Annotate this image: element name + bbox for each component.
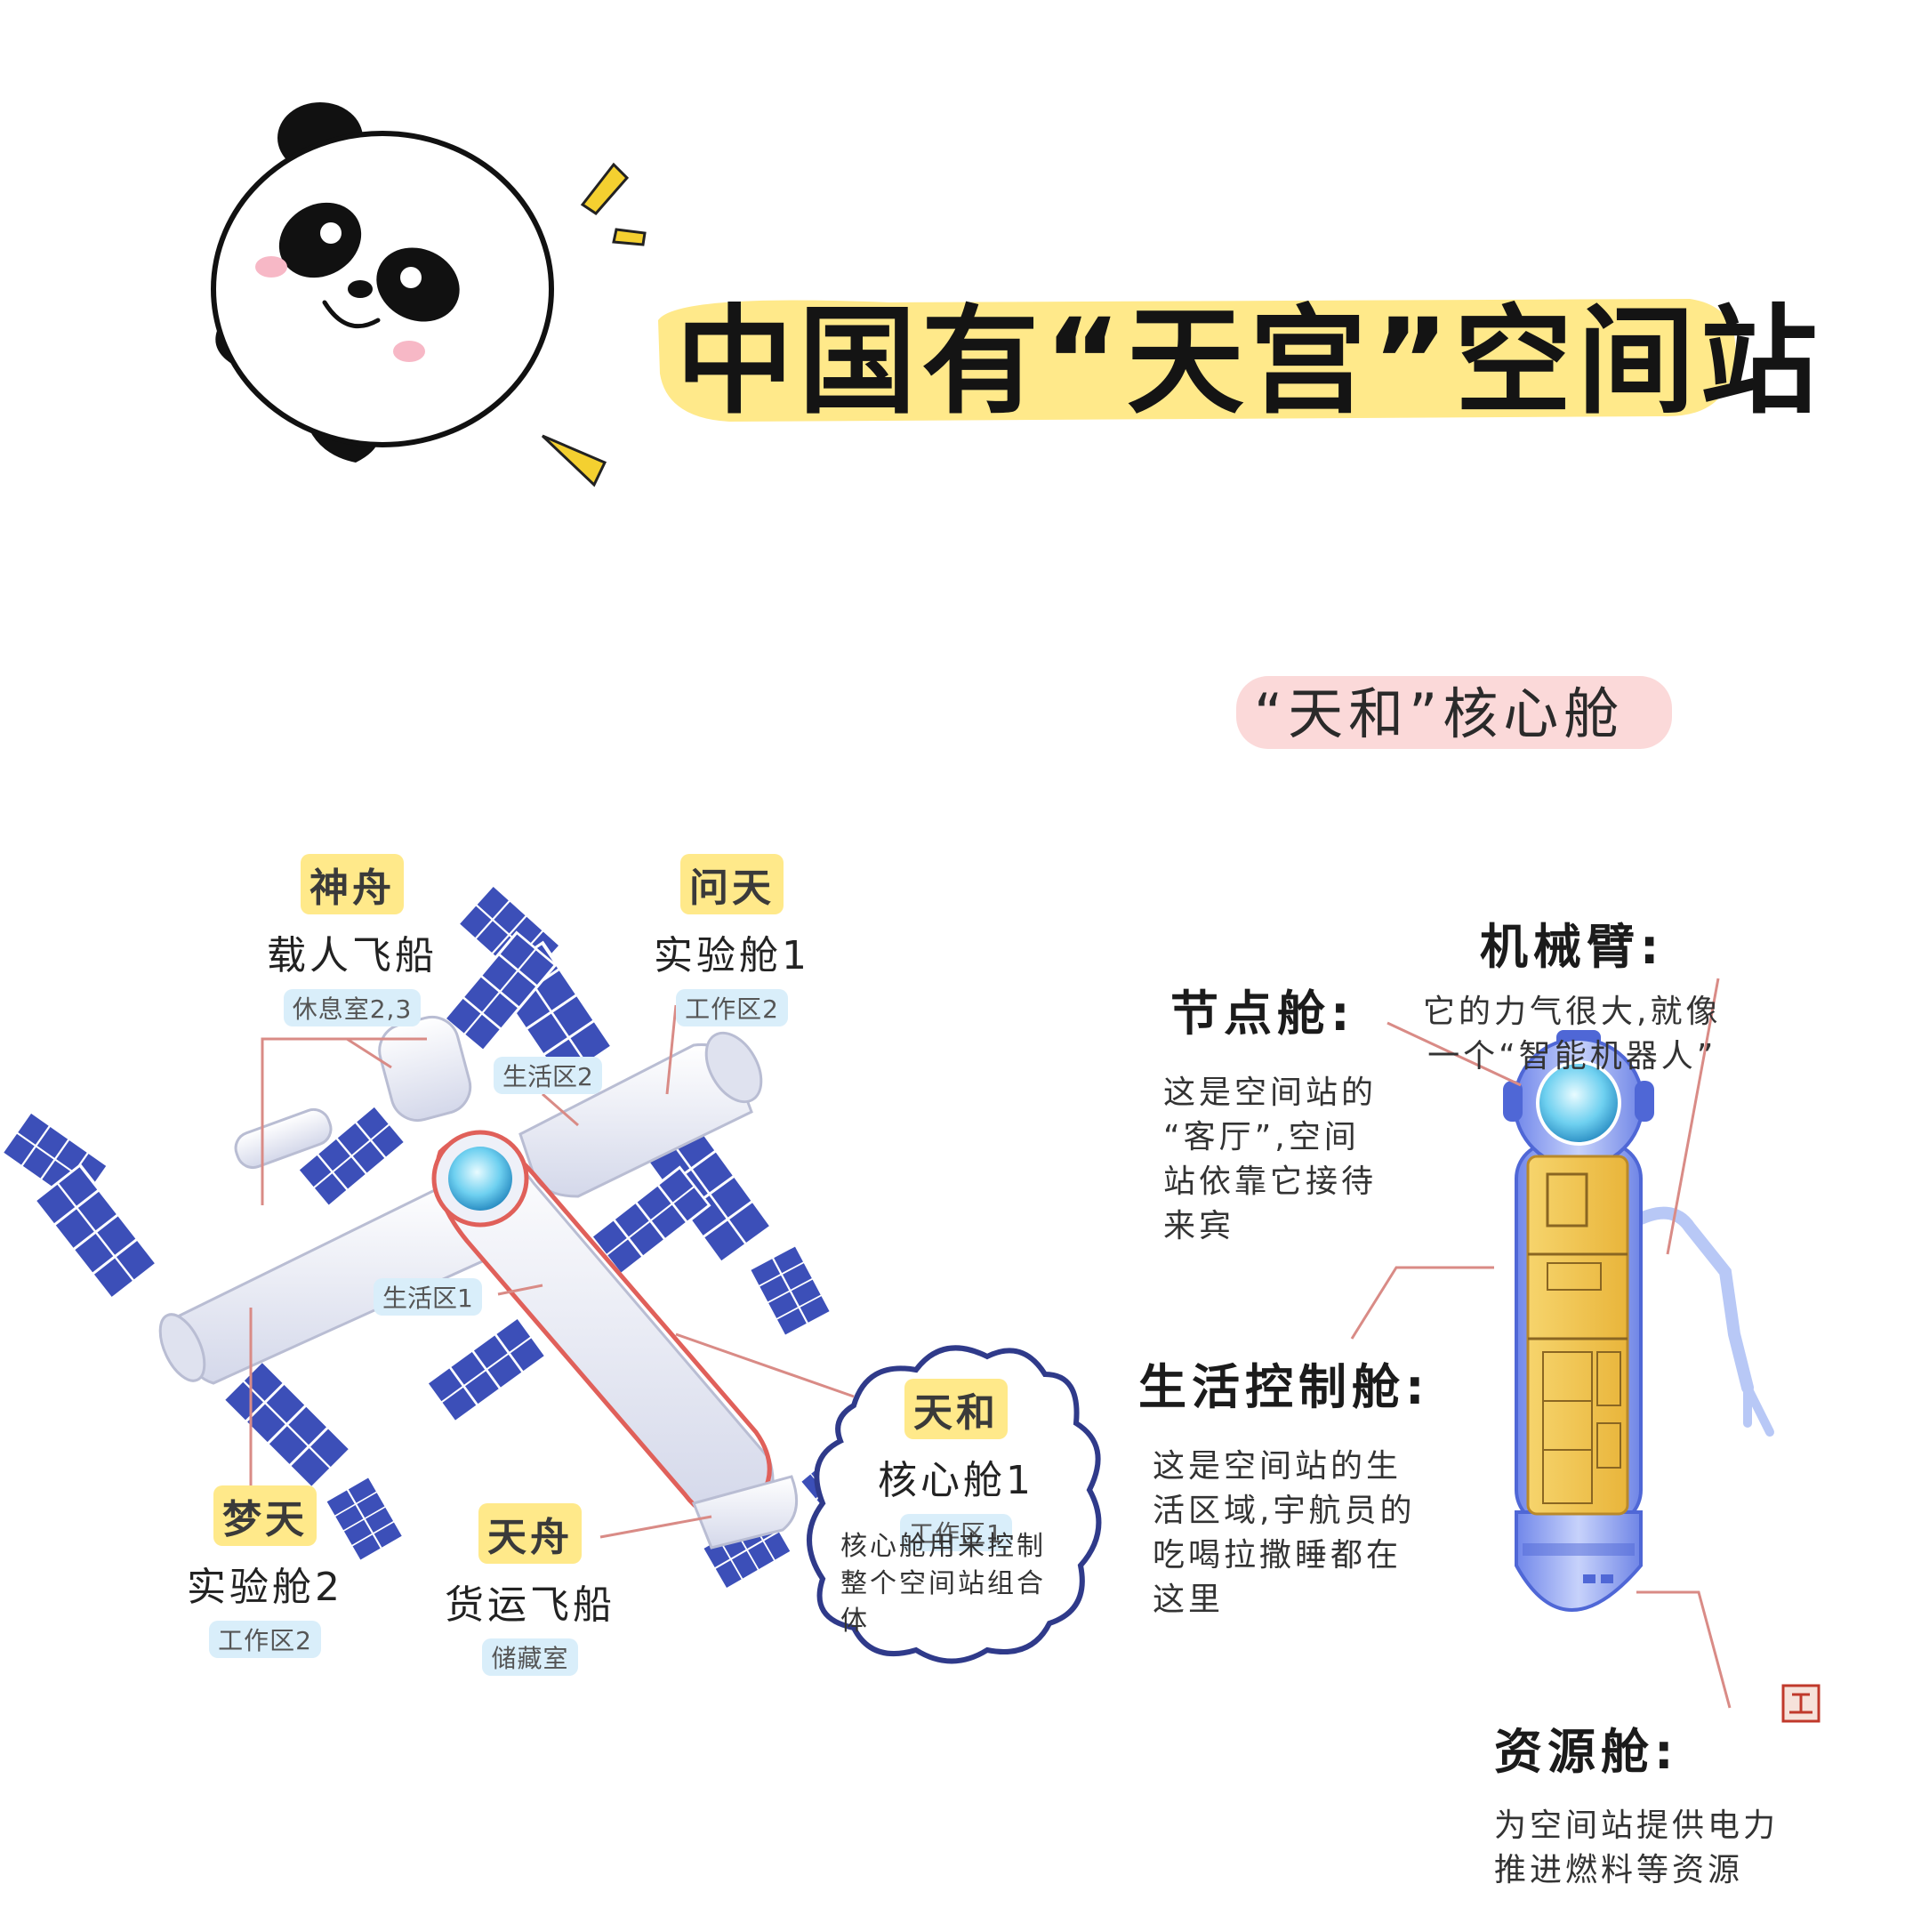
label-tianzhou: 天舟 货运飞船 储藏室: [445, 1503, 615, 1676]
living-line: 这里: [1153, 1582, 1225, 1618]
tianhe-name: 天和: [904, 1379, 1008, 1439]
tianhe-area: 工作区1: [900, 1514, 1012, 1551]
tianhe-description: 核心舱用来控制 整个空间站组合 体: [840, 1528, 1046, 1640]
tianhe-desc-line: 体: [840, 1606, 870, 1637]
label-tianhe: 天和 核心舱1 工作区1: [854, 1379, 1058, 1551]
tianhe-type: 核心舱1: [878, 1458, 1034, 1503]
tianzhou-area: 储藏室: [482, 1638, 578, 1676]
shenzhou-type: 载人飞船: [267, 933, 438, 978]
title-highlight: [658, 299, 1736, 422]
shenzhou-area: 休息室2,3: [283, 989, 422, 1026]
label-wentian: 问天 实验舱1 工作区2: [654, 854, 810, 1026]
living-line: 活区域,宇航员的: [1153, 1493, 1416, 1529]
detail-living-control: 生活控制舱: 这是空间站的生 活区域,宇航员的 吃喝拉撒睡都在 这里: [1138, 1348, 1430, 1622]
tianzhou-name: 天舟: [478, 1503, 582, 1564]
shenzhou-name: 神舟: [301, 854, 404, 914]
subtitle-highlight: [1236, 676, 1672, 749]
detail-node: 节点舱: 这是空间站的 “客厅”,空间 站依靠它接待 来宾: [1163, 974, 1377, 1249]
node-line: 这是空间站的: [1163, 1075, 1378, 1111]
living-area-1-label: 生活区1: [374, 1278, 482, 1316]
mengtian-type: 实验舱2: [187, 1565, 343, 1610]
node-line: “客厅”,空间: [1163, 1119, 1360, 1155]
mengtian-area: 工作区2: [209, 1621, 321, 1658]
arm-title: 机械臂:: [1479, 919, 1665, 975]
page-title: 中国有“天宫”空间站: [676, 294, 1823, 431]
arm-line: 一个“智能机器人”: [1427, 1038, 1717, 1075]
label-mengtian: 梦天 实验舱2 工作区2: [187, 1485, 343, 1658]
wentian-type: 实验舱1: [654, 933, 810, 978]
core-module-cutaway: [1503, 1030, 1774, 1612]
space-station: [1, 883, 871, 1591]
living-line: 吃喝拉撒睡都在: [1153, 1537, 1403, 1574]
label-shenzhou: 神舟 载人飞船 休息室2,3: [267, 854, 438, 1026]
sparkle-icon: [541, 162, 647, 487]
detail-arm: 机械臂: 它的力气很大,就像 一个“智能机器人”: [1423, 907, 1721, 1079]
resource-line: 为空间站提供电力: [1494, 1807, 1780, 1844]
living-title: 生活控制舱:: [1138, 1359, 1430, 1415]
tianhe-desc-line: 核心舱用来控制: [840, 1531, 1046, 1562]
mengtian-name: 梦天: [213, 1485, 317, 1546]
living-area-2-label: 生活区2: [494, 1057, 602, 1094]
wentian-area: 工作区2: [676, 989, 788, 1026]
resource-line: 推进燃料等资源: [1494, 1852, 1744, 1888]
page-subtitle: “天和”核心舱: [1254, 681, 1625, 746]
seal-stamp-icon: [1781, 1684, 1821, 1723]
wentian-name: 问天: [680, 854, 784, 914]
leader-lines: [249, 1004, 855, 1539]
capsule-leader-lines: [1350, 978, 1732, 1709]
panda-icon: [211, 102, 554, 463]
arm-line: 它的力气很大,就像: [1423, 994, 1722, 1030]
tianhe-cloud: [807, 1345, 1102, 1664]
tianhe-desc-line: 整个空间站组合: [840, 1568, 1046, 1599]
node-line: 来宾: [1163, 1208, 1235, 1244]
living-line: 这是空间站的生: [1153, 1448, 1403, 1485]
detail-resource: 资源舱: 为空间站提供电力 推进燃料等资源: [1494, 1712, 1779, 1893]
resource-title: 资源舱:: [1494, 1724, 1679, 1780]
node-title: 节点舱:: [1170, 986, 1355, 1042]
tianzhou-type: 货运飞船: [445, 1582, 615, 1628]
node-line: 站依靠它接待: [1163, 1163, 1378, 1200]
